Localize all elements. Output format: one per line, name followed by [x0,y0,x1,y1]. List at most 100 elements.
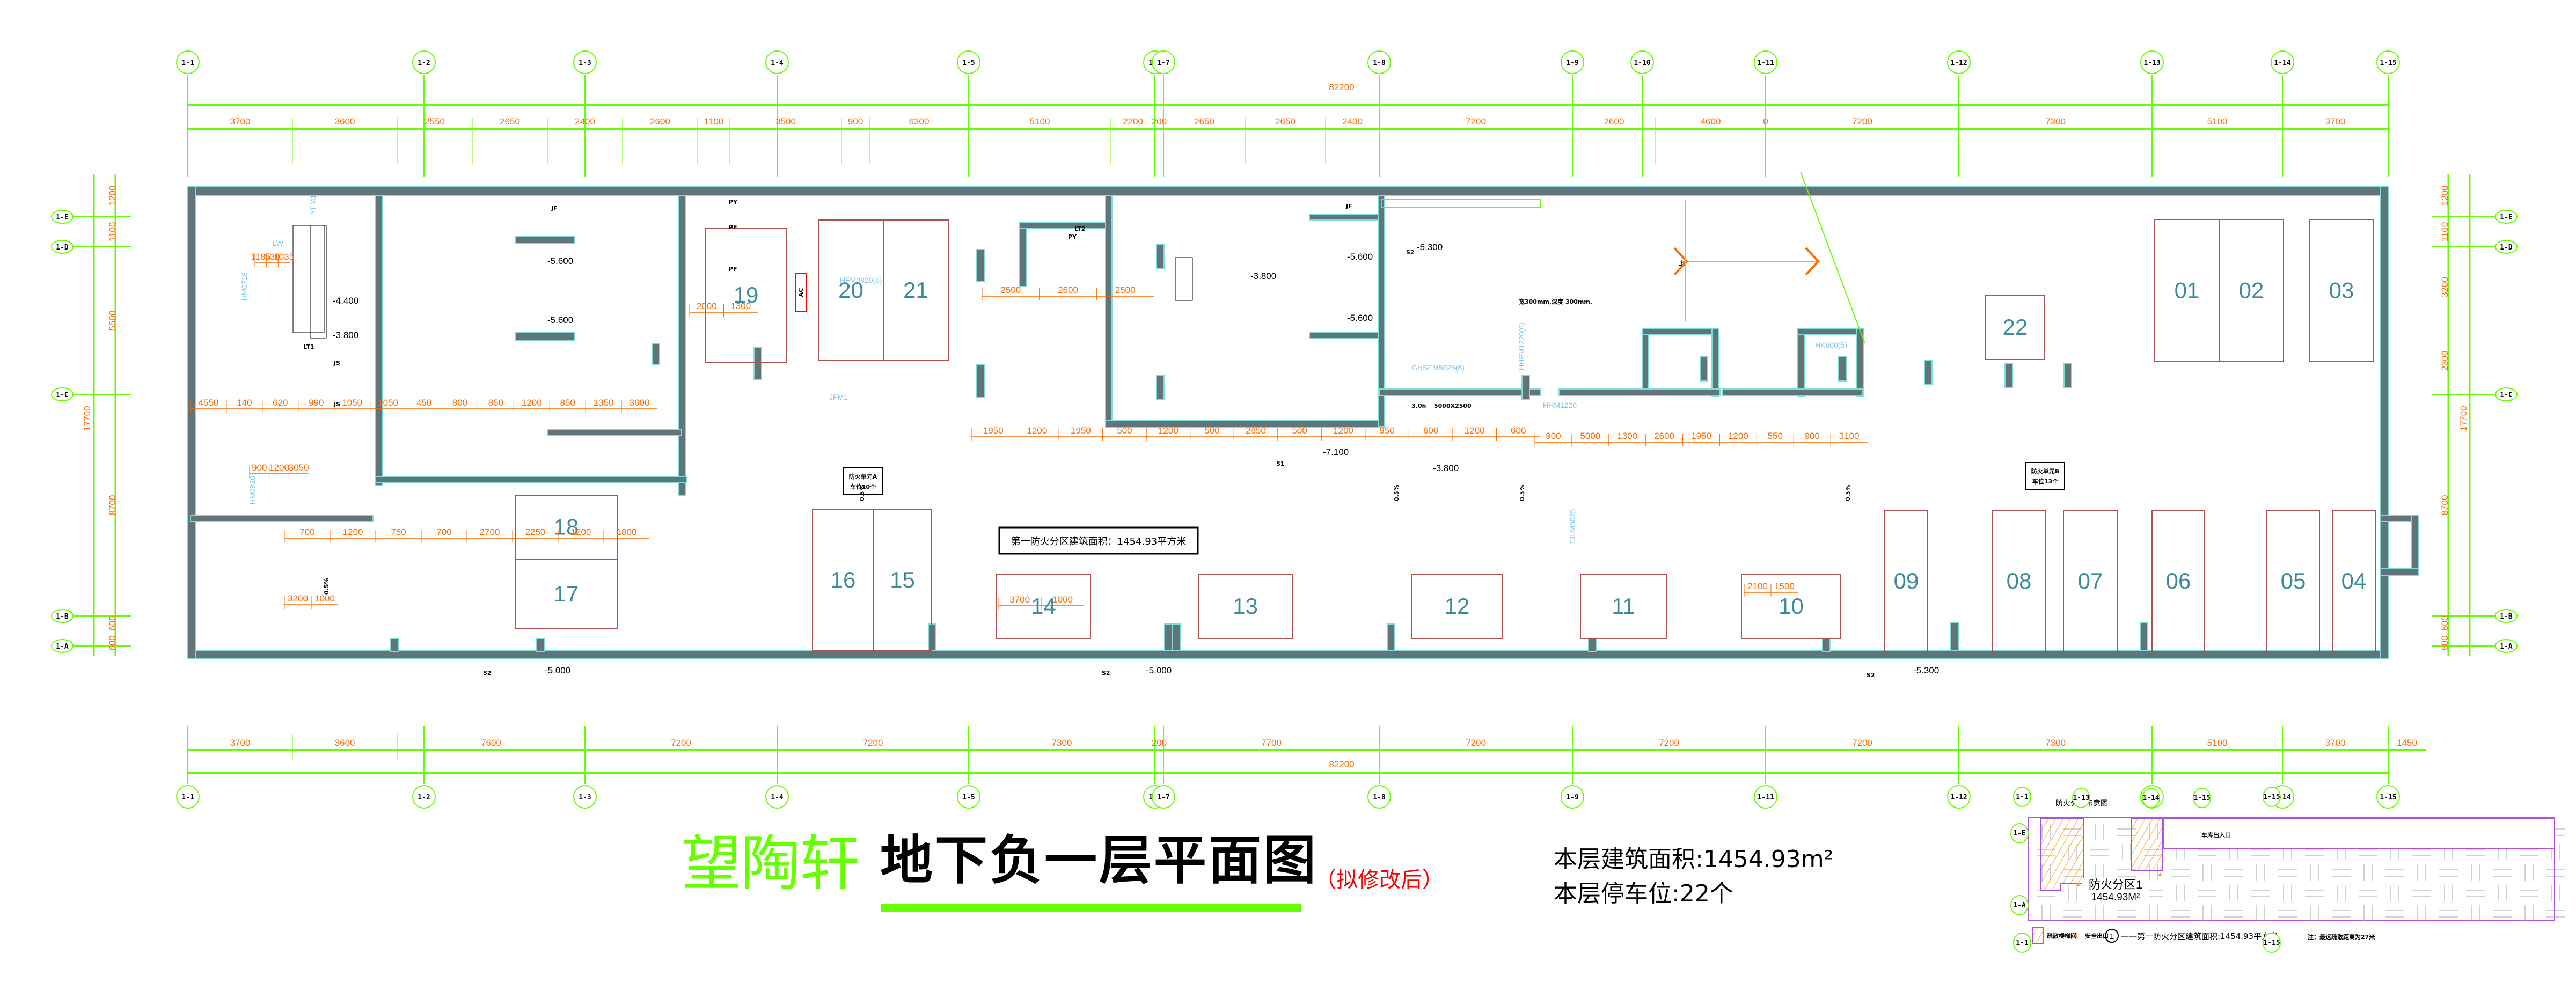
floor-stats: 本层建筑面积:1454.93m² 本层停车位:22个 [1554,842,1833,911]
inner-dim-value: 3700 [1009,595,1030,605]
inner-dim-value: 1000 [1052,595,1073,605]
parking-slot-outline [1580,574,1667,639]
legend-zone-circle-icon [2105,929,2119,943]
dim-segment: 7300 [1052,738,1072,748]
axis-label: 1-15 [2380,59,2396,67]
parking-slot-outline [2219,219,2284,362]
elev-label: -3.800 [333,330,358,340]
elev-label: -4.400 [333,296,358,306]
inset-axis-label: 1-15 [2263,939,2280,947]
lift-elev: -5.600 [547,256,573,266]
column [652,343,660,365]
inner-dim-value: 1200 [571,527,591,537]
fire-unit-a-box: 防火单元A 车位10个 [843,467,883,495]
door-tag: LW [273,239,284,247]
axis-label: 1-2 [418,794,430,802]
sump-label: S1 [1276,460,1285,467]
ramp-arrow [1673,171,1865,344]
wall-core-d [375,476,687,483]
parking-slot: 19 [705,228,787,363]
parking-slot-outline [1411,574,1503,639]
axis-bubble [51,240,74,254]
fire-unit-b-line2: 车位13个 [2032,478,2059,485]
axis-bubble [2495,240,2518,254]
dim-segment: 2650 [1275,116,1296,127]
axis-label: 1-1 [181,794,194,802]
stair-hatch-b [2131,818,2163,871]
door-tag: TJLM5025 [1568,509,1577,545]
sump-label: S2 [483,670,492,677]
parking-slot: 20 [818,219,884,361]
fire-zone-area-frame [998,526,1199,555]
inset-zone-label: 防火分区1 [2089,878,2142,891]
lift-shaft-wall-2 [515,332,575,341]
parking-slot: 22 [1985,295,2045,360]
parking-slot-number: 13 [1233,593,1258,619]
stair-hatch-a [2040,818,2084,891]
stair-middle [1175,257,1193,301]
inset-axis-bubble [2072,788,2090,808]
inset-axis-label: 1-15 [2263,793,2280,801]
inner-dim-value: 1200 [1728,431,1748,441]
building-walls [187,186,2419,659]
wall-right-f [1797,328,1805,397]
inner-dim-value: 2250 [525,527,546,537]
column [928,623,936,651]
axis-label: 1-B [2500,613,2513,621]
annex-wall-c [2380,568,2419,576]
axis-bubble [765,785,789,809]
column [1822,638,1831,652]
axis-label: 1-A [2500,643,2513,651]
inner-dim-value: 1200 [1333,426,1353,436]
axis-label: 1-8 [1373,59,1386,67]
column [976,249,985,282]
axis-bubble [51,387,74,401]
inner-dim-value: 140 [237,398,252,408]
dim-segment: 5100 [2207,738,2228,748]
inner-dim-value: 450 [416,398,431,408]
inner-dim-value: 1185 [251,252,271,262]
parking-slot: 07 [2063,510,2118,652]
axis-label: 1-14 [2274,59,2290,67]
inset-axis-bubble [2010,823,2029,843]
door-tag: HK600(5) [1815,341,1847,349]
column [390,638,399,652]
axis-label: 1-9 [1566,59,1578,67]
axis-label: 1-B [56,613,69,621]
inner-dim-value: 1200 [1158,426,1179,436]
door-tag: YFM1 [309,194,317,215]
parking-slot-outline [1741,574,1841,639]
axis-label: 1-7 [1157,794,1169,802]
parking-slot-number: 10 [1779,593,1804,619]
drawing-title: 地下负一层平面图 [880,830,1319,891]
axis-bubble [957,785,980,809]
wall-py-a [1019,222,1027,287]
elev-label: -5.000 [545,665,570,676]
dim-segment: 2400 [1342,116,1363,127]
inset-zone-area: 1454.93M² [2091,892,2140,903]
dim-total: 82200 [1329,759,1354,769]
parking-slot-number: 02 [2239,278,2264,303]
exit-marker-icon [2076,883,2080,886]
axis-bubble [2495,609,2518,623]
parking-slot-outline [515,495,618,560]
parking-slot: 17 [515,559,618,629]
axis-label: 1-D [56,244,69,252]
axis-bubble [2495,639,2518,653]
js-label: JS [333,360,340,366]
ac-label: AC [797,288,804,297]
inner-dim-value: 2100 [1747,581,1768,591]
dim-segment: 7200 [1466,116,1486,127]
parking-slot: 16 [812,509,874,651]
parking-slot: 12 [1411,574,1503,639]
axis-label: 1-5 [962,59,975,67]
inner-dim-value: 500 [1117,426,1132,436]
dim-segment: 2550 [425,116,445,127]
axis-bubble [51,210,74,224]
wall-right-i [1722,388,1863,396]
fire-unit-b-line1: 防火单元B [2031,467,2059,475]
inset-zone-backing [2082,878,2149,903]
